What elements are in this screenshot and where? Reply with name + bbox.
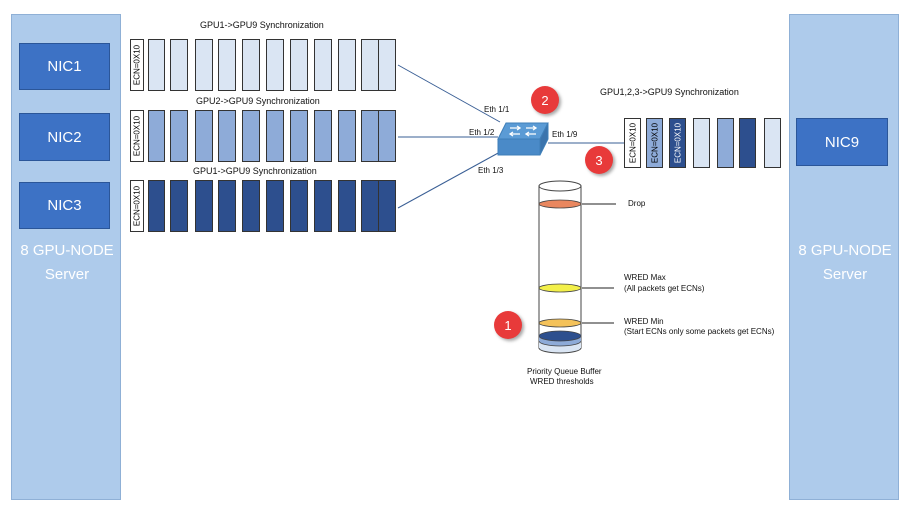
port-eth1-3: Eth 1/3: [478, 166, 504, 175]
nic2-box: NIC2: [19, 113, 110, 161]
queued-packet: [170, 39, 188, 91]
queued-packet: [148, 39, 165, 91]
ecn-marker-packet: ECN=0X10: [130, 110, 144, 162]
port-eth1-1: Eth 1/1: [484, 105, 510, 114]
queued-packet: [148, 110, 165, 162]
queued-packet: [378, 110, 396, 162]
queued-packet: [314, 39, 332, 91]
queued-packet: [338, 180, 356, 232]
queued-packet: [195, 180, 213, 232]
flow1-title: GPU1->GPU9 Synchronization: [200, 20, 324, 30]
drop-band: [538, 199, 582, 209]
queued-packet: [242, 110, 260, 162]
queued-packet: [266, 110, 284, 162]
queue-fill-dark: [538, 330, 582, 342]
queued-packet: [242, 180, 260, 232]
ecn-marker-label: ECN=0X10: [132, 185, 142, 227]
queued-packet: [266, 180, 284, 232]
wred-max-band: [538, 283, 582, 293]
drop-label: Drop: [628, 199, 646, 208]
queued-packet: [195, 39, 213, 91]
ecn-marker-label: ECN=0X10: [132, 44, 142, 86]
output-ecn-label: ECN=0X10: [673, 122, 682, 164]
queued-packet: [242, 39, 260, 91]
output-title: GPU1,2,3->GPU9 Synchronization: [600, 87, 739, 97]
port-eth1-2: Eth 1/2: [469, 128, 495, 137]
ecn-marked-output-packet: ECN=0X10: [624, 118, 641, 168]
badge-1: 1: [494, 311, 522, 339]
priority-queue-buffer: [538, 180, 582, 354]
queued-packet: [218, 39, 236, 91]
nic3-box: NIC3: [19, 182, 110, 229]
wred-max-sublabel: (All packets get ECNs): [624, 284, 705, 293]
queued-packet: [148, 180, 165, 232]
left-server: 8 GPU-NODE Server: [11, 14, 121, 500]
left-server-label: 8 GPU-NODE Server: [20, 242, 114, 283]
queued-packet: [195, 110, 213, 162]
badge-3: 3: [585, 146, 613, 174]
queued-packet: [361, 39, 379, 91]
badge-2: 2: [531, 86, 559, 114]
flow2-title: GPU2->GPU9 Synchronization: [196, 96, 320, 106]
buffer-caption-2: WRED thresholds: [530, 377, 594, 386]
port-eth1-9: Eth 1/9: [552, 130, 578, 139]
nic2-label: NIC2: [47, 128, 82, 146]
output-packet: [693, 118, 710, 168]
ecn-marked-output-packet: ECN=0X10: [669, 118, 686, 168]
nic1-box: NIC1: [19, 43, 110, 90]
queued-packet: [266, 39, 284, 91]
wred-min-label: WRED Min: [624, 317, 664, 326]
nic3-label: NIC3: [47, 197, 82, 214]
right-server-label: 8 GPU-NODE Server: [798, 242, 892, 283]
ecn-marked-output-packet: ECN=0X10: [646, 118, 663, 168]
output-ecn-label: ECN=0X10: [628, 122, 637, 164]
queued-packet: [314, 110, 332, 162]
output-packet: [739, 118, 756, 168]
nic1-label: NIC1: [47, 58, 82, 75]
queued-packet: [290, 180, 308, 232]
wred-min-band: [538, 318, 582, 328]
link-eth1-3: [397, 151, 501, 209]
output-packet: [764, 118, 781, 168]
queued-packet: [361, 180, 379, 232]
switch-icon: [497, 122, 549, 156]
output-ecn-label: ECN=0X10: [650, 122, 659, 164]
buffer-caption-1: Priority Queue Buffer: [527, 367, 602, 376]
queued-packet: [338, 39, 356, 91]
right-server: 8 GPU-NODE Server: [789, 14, 899, 500]
wred-max-label: WRED Max: [624, 273, 666, 282]
queued-packet: [218, 110, 236, 162]
nic9-label: NIC9: [824, 133, 860, 151]
ecn-marker-packet: ECN=0X10: [130, 180, 144, 232]
queued-packet: [314, 180, 332, 232]
queued-packet: [218, 180, 236, 232]
ecn-marker-packet: ECN=0X10: [130, 39, 144, 91]
queued-packet: [378, 39, 396, 91]
queued-packet: [290, 39, 308, 91]
queued-packet: [361, 110, 379, 162]
flow3-title: GPU1->GPU9 Synchronization: [193, 166, 317, 176]
wred-min-sublabel: (Start ECNs only some packets get ECNs): [624, 327, 775, 336]
link-eth1-1: [397, 64, 501, 123]
queued-packet: [170, 110, 188, 162]
ecn-marker-label: ECN=0X10: [132, 115, 142, 157]
queued-packet: [378, 180, 396, 232]
queued-packet: [338, 110, 356, 162]
nic9-box: NIC9: [796, 118, 888, 166]
output-packet: [717, 118, 734, 168]
queued-packet: [290, 110, 308, 162]
queued-packet: [170, 180, 188, 232]
